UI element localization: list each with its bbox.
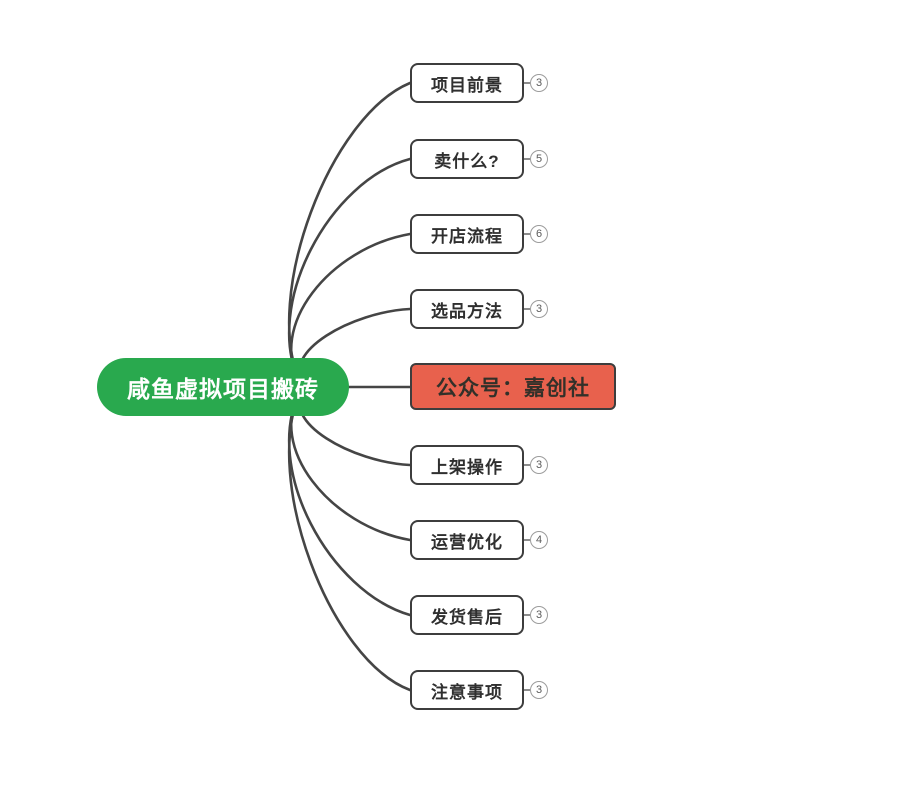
topic-label: 选品方法 xyxy=(431,301,503,321)
topic-label: 发货售后 xyxy=(431,607,503,627)
topic-label: 公众号：嘉创社 xyxy=(436,376,590,400)
topic-label: 开店流程 xyxy=(431,226,503,246)
node-what-to-sell[interactable]: 卖什么? xyxy=(410,139,524,179)
node-listing-operation[interactable]: 上架操作 xyxy=(410,445,524,485)
topic-label: 项目前景 xyxy=(431,75,503,95)
child-count-badge[interactable]: 3 xyxy=(530,74,548,92)
child-count-badge[interactable]: 3 xyxy=(530,300,548,318)
node-operation-optimization[interactable]: 运营优化 xyxy=(410,520,524,560)
node-root[interactable]: 咸鱼虚拟项目搬砖 xyxy=(97,358,349,416)
badge-group: 6 xyxy=(524,225,548,243)
badge-connector xyxy=(524,233,530,235)
badge-group: 3 xyxy=(524,456,548,474)
node-product-selection-method[interactable]: 选品方法 xyxy=(410,289,524,329)
node-shipping-after-sales[interactable]: 发货售后 xyxy=(410,595,524,635)
node-project-outlook[interactable]: 项目前景 xyxy=(410,63,524,103)
child-count-badge[interactable]: 4 xyxy=(530,531,548,549)
badge-connector xyxy=(524,614,530,616)
badge-connector xyxy=(524,464,530,466)
branch-curve xyxy=(288,389,412,617)
child-count-badge[interactable]: 3 xyxy=(530,456,548,474)
badge-group: 3 xyxy=(524,74,548,92)
badge-connector xyxy=(524,158,530,160)
topic-label: 运营优化 xyxy=(431,532,503,552)
badge-group: 3 xyxy=(524,681,548,699)
badge-group: 4 xyxy=(524,531,548,549)
branch-curve xyxy=(287,390,412,692)
badge-connector xyxy=(524,308,530,310)
node-precautions[interactable]: 注意事项 xyxy=(410,670,524,710)
child-count-badge[interactable]: 6 xyxy=(530,225,548,243)
badge-group: 3 xyxy=(524,606,548,624)
child-count-badge[interactable]: 3 xyxy=(530,681,548,699)
badge-connector xyxy=(524,539,530,541)
node-store-opening-process[interactable]: 开店流程 xyxy=(410,214,524,254)
child-count-badge[interactable]: 5 xyxy=(530,150,548,168)
branch-curve xyxy=(288,157,412,385)
topic-label: 卖什么? xyxy=(434,151,500,171)
badge-connector xyxy=(524,82,530,84)
node-wechat-official-account[interactable]: 公众号：嘉创社 xyxy=(410,363,616,410)
badge-group: 5 xyxy=(524,150,548,168)
topic-label: 注意事项 xyxy=(431,682,503,702)
topic-label: 上架操作 xyxy=(431,457,503,477)
child-count-badge[interactable]: 3 xyxy=(530,606,548,624)
badge-group: 3 xyxy=(524,300,548,318)
node-root-label: 咸鱼虚拟项目搬砖 xyxy=(127,376,319,402)
badge-connector xyxy=(524,689,530,691)
branch-curve xyxy=(287,81,412,384)
